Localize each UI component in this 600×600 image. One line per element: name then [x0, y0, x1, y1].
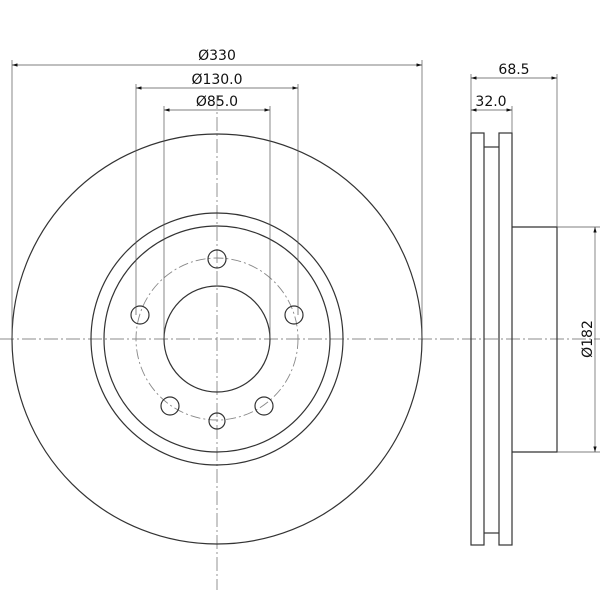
bolt-hole [207, 249, 227, 269]
hat-section [512, 226, 558, 453]
bolt-hole [130, 305, 150, 325]
dim-total-height: 68.5 [470, 62, 558, 227]
hat-outer-circle [90, 212, 344, 466]
side-view [470, 132, 558, 546]
bolt-circle [135, 257, 299, 421]
dim-bolt-circle: Ø130.0 [135, 72, 299, 315]
inner-friction-plate [498, 132, 513, 546]
hat-inner-circle [103, 225, 331, 453]
bolt-hole [208, 412, 226, 430]
dim-hat-diameter: Ø182 [557, 226, 600, 453]
center-bore-label: Ø85.0 [196, 94, 238, 110]
total-height-label: 68.5 [498, 62, 529, 78]
bolt-hole [254, 396, 274, 416]
thickness-label: 32.0 [475, 94, 506, 110]
outer-diameter-label: Ø330 [198, 48, 236, 64]
hat-diameter-label: Ø182 [580, 320, 596, 358]
dim-center-bore: Ø85.0 [163, 94, 271, 339]
bolt-circle-label: Ø130.0 [191, 72, 242, 88]
dim-thickness: 32.0 [471, 94, 513, 133]
outer-friction-plate [470, 132, 485, 546]
bolt-hole [284, 305, 304, 325]
bolt-hole [160, 396, 180, 416]
dim-outer-diameter: Ø330 [11, 48, 423, 339]
